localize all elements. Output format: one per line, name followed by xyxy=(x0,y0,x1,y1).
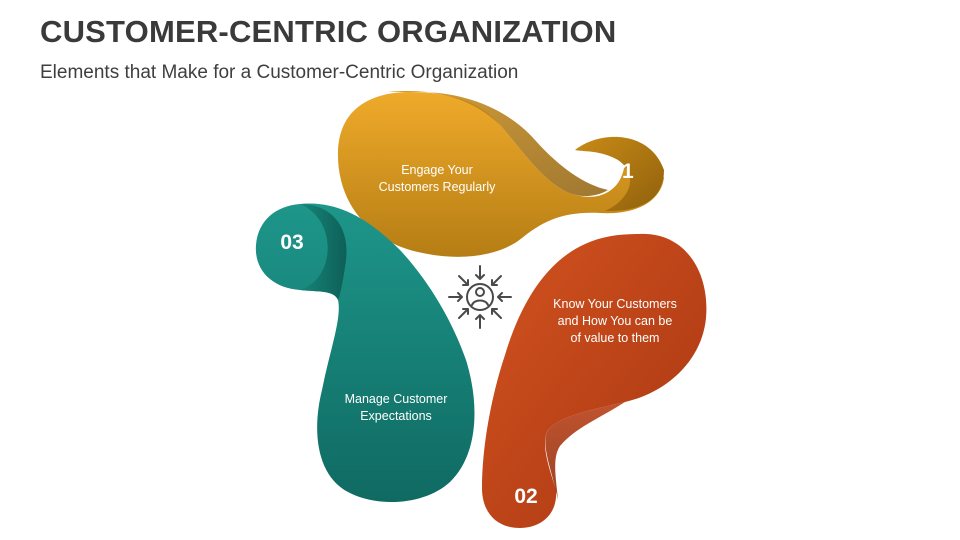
petal-01-shape xyxy=(337,92,664,257)
petal-02-label-line-1: Know Your Customers xyxy=(553,297,677,311)
petal-03-fold xyxy=(300,204,347,300)
petal-01-number: 01 xyxy=(610,160,634,183)
petal-03-label-line-2: Expectations xyxy=(360,409,432,423)
petal-03-shape xyxy=(255,203,475,503)
petal-02 xyxy=(482,233,707,528)
petal-01-tip xyxy=(575,136,664,212)
petal-01-label-line-1: Engage Your xyxy=(401,163,473,177)
petal-03-label-line-1: Manage Customer xyxy=(345,392,448,406)
petal-02-label-line-3: of value to them xyxy=(571,331,660,345)
petal-02-shape xyxy=(482,233,707,528)
petal-03-number: 03 xyxy=(280,231,303,254)
page-title: CUSTOMER-CENTRIC ORGANIZATION xyxy=(40,14,617,49)
customer-focus-icon xyxy=(448,265,512,329)
petal-03 xyxy=(255,203,475,503)
petal-01-label-line-2: Customers Regularly xyxy=(379,180,496,194)
petal-01 xyxy=(337,91,664,257)
petal-01-curl xyxy=(388,91,608,197)
petal-02-number: 02 xyxy=(514,485,537,508)
page-subtitle: Elements that Make for a Customer-Centri… xyxy=(40,62,519,83)
petal-02-fold xyxy=(545,402,625,500)
petal-02-label-line-2: and How You can be xyxy=(558,314,673,328)
